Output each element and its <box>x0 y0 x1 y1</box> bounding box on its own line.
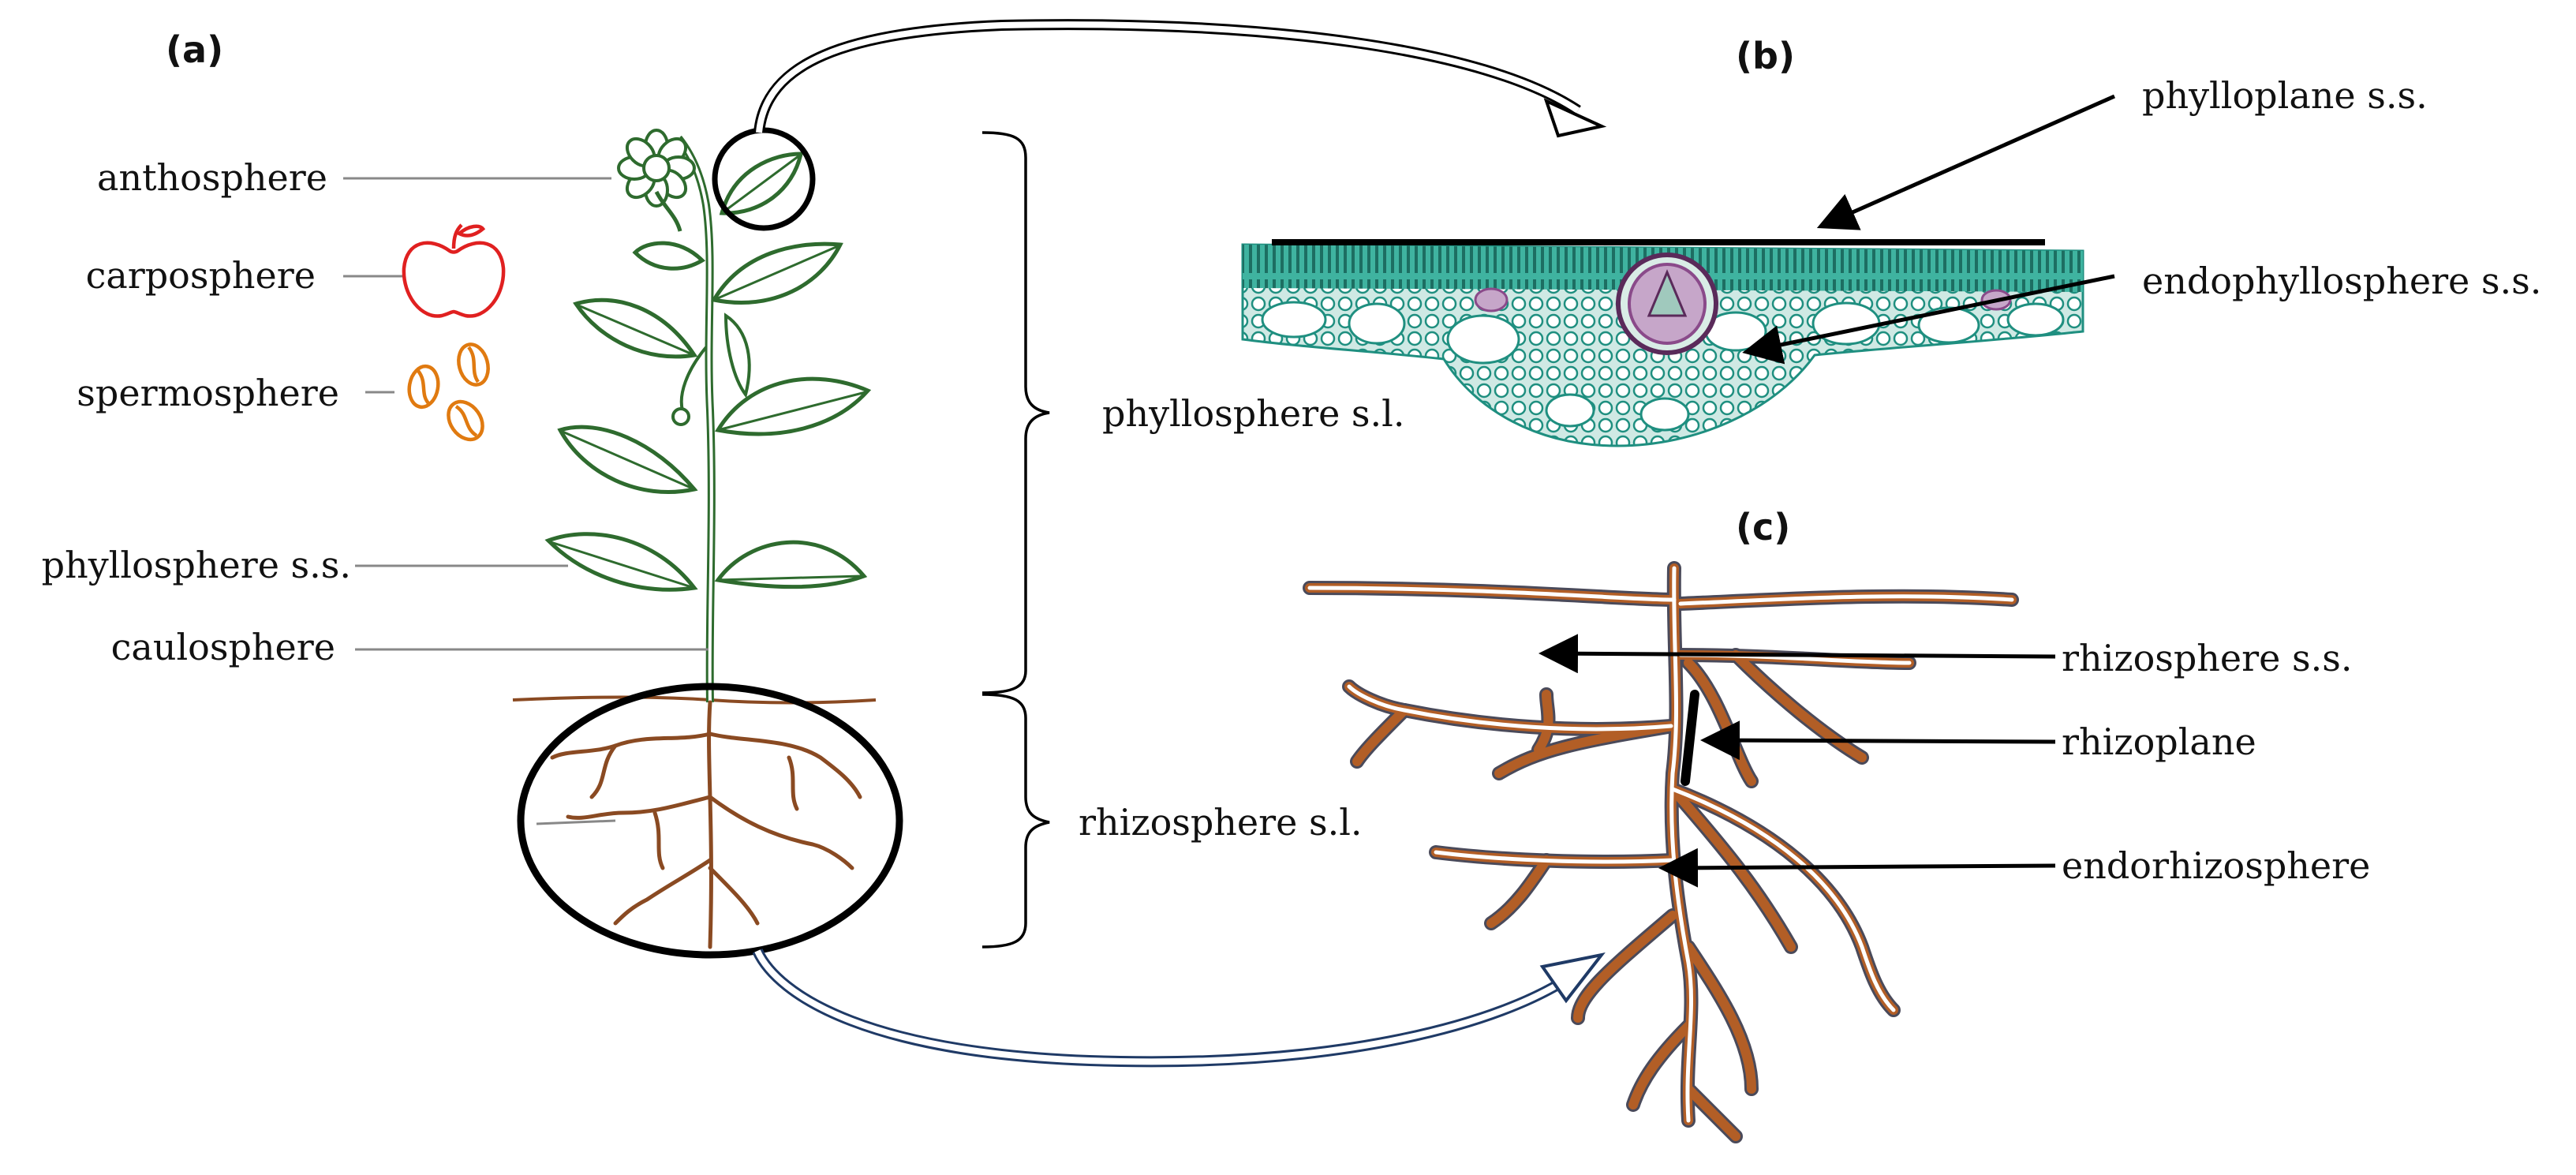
leaf-cross-section <box>1241 239 2084 447</box>
label-anthosphere: anthosphere <box>97 156 327 199</box>
label-endorhizosphere: endorhizosphere <box>2062 844 2371 887</box>
arrow-leaf-to-section <box>753 19 1607 138</box>
flower-icon <box>617 129 696 232</box>
leader-lines <box>343 177 708 825</box>
plant-illustration <box>512 127 903 959</box>
seed-pod-icon <box>671 312 751 426</box>
arrow-endophyllosphere <box>1742 274 2115 365</box>
label-rhizosphere-sl: rhizosphere s.l. <box>1079 801 1363 844</box>
root-zone-circle <box>517 683 903 959</box>
arrow-roots-to-detail <box>752 948 1606 1068</box>
label-phyllosphere-ss: phyllosphere s.s. <box>41 544 351 586</box>
label-carposphere: carposphere <box>85 254 316 297</box>
arrow-endorhizosphere <box>1658 848 2056 888</box>
plant-roots <box>550 700 862 949</box>
bracket-phyllosphere-sl <box>981 131 1050 694</box>
plant-leaves <box>544 152 872 592</box>
label-phylloplane-ss: phylloplane s.s. <box>2142 74 2428 117</box>
seeds-icon <box>407 342 490 442</box>
label-caulosphere: caulosphere <box>110 626 335 668</box>
label-phyllosphere-sl: phyllosphere s.l. <box>1102 392 1405 435</box>
bracket-rhizosphere-sl <box>981 693 1050 949</box>
label-spermosphere: spermosphere <box>77 372 339 414</box>
label-rhizoplane: rhizoplane <box>2062 720 2256 763</box>
soil-line <box>512 695 877 705</box>
panel-label-b: (b) <box>1736 35 1795 77</box>
vascular-bundle <box>1616 253 1718 355</box>
arrow-rhizoplane <box>1700 720 2056 761</box>
panel-label-a: (a) <box>166 28 224 71</box>
arrow-phylloplane <box>1816 94 2116 230</box>
label-rhizosphere-ss: rhizosphere s.s. <box>2062 637 2353 679</box>
label-endophyllosphere-ss: endophyllosphere s.s. <box>2142 260 2542 302</box>
rhizoplane-marker <box>1681 690 1699 786</box>
arrow-rhizosphere-ss <box>1538 634 2056 674</box>
panel-label-c: (c) <box>1736 506 1791 548</box>
apple-icon <box>402 223 506 318</box>
